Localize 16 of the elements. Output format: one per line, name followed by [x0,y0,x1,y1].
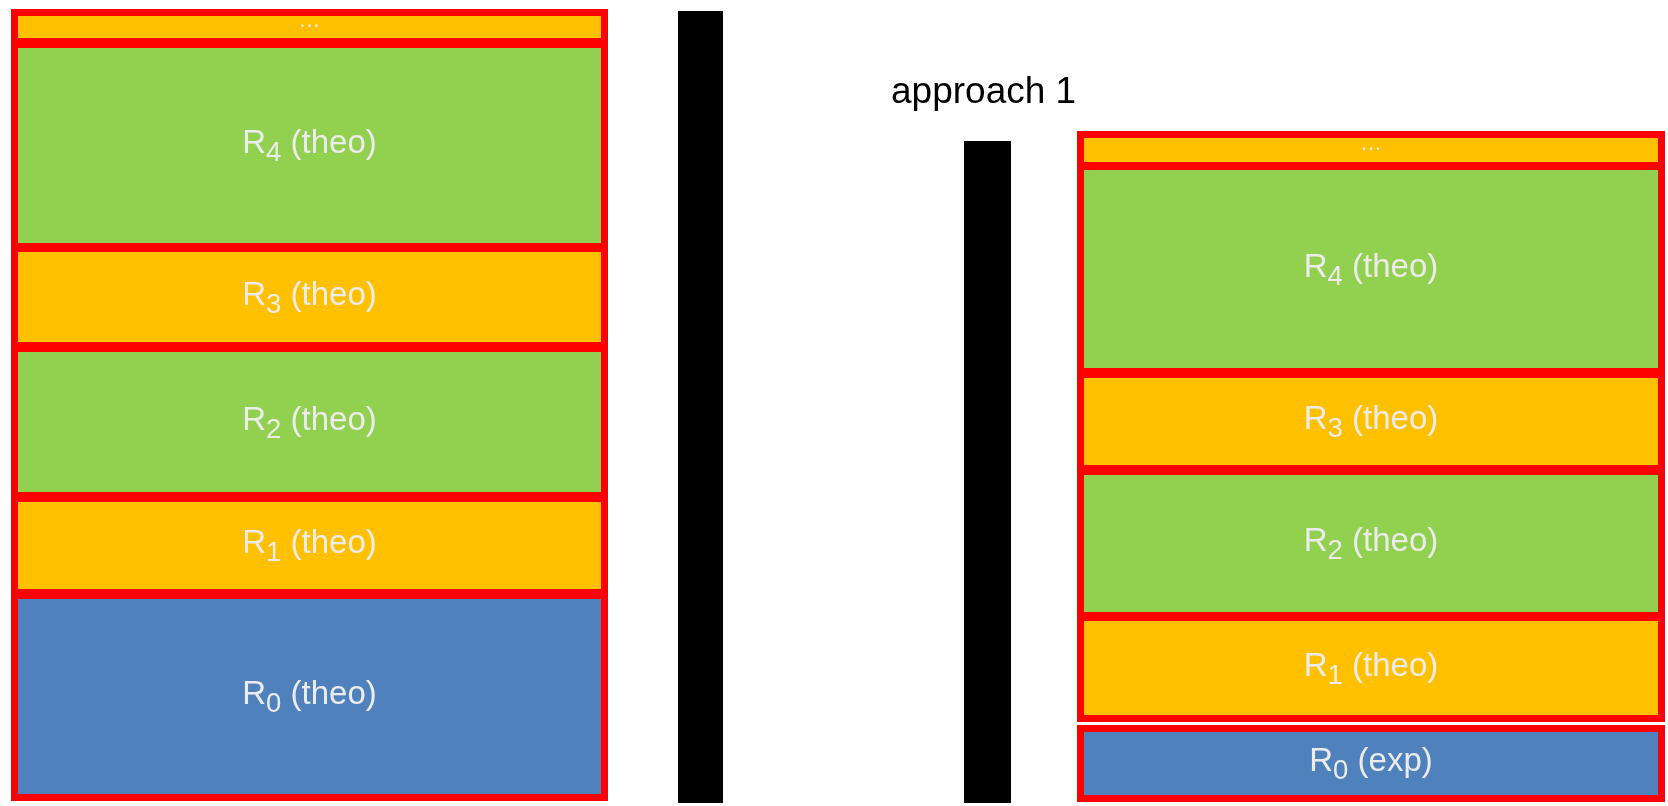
segment-label: R$_{3}$ (theo) [242,276,377,318]
segment-label: R$_{2}$ (theo) [242,401,377,443]
segment-label: … [298,9,321,31]
stack-segment [1077,725,1665,802]
segment-label: R$_{2}$ (theo) [1303,523,1439,564]
segment-label: R$_{1}$ (theo) [1303,647,1439,689]
segment-label: R$_{3}$ (theo) [1303,401,1439,442]
segment-label: R$_{0}$ (exp) [1309,743,1433,784]
separator-bar [964,141,1011,803]
segment-label: R$_{1}$ (theo) [242,525,377,566]
segment-label: R$_{4}$ (theo) [1303,248,1439,290]
segment-label: R$_{0}$ (theo) [242,676,377,717]
heading-label: approach 1 [891,70,1077,112]
separator-bar [678,11,723,803]
segment-label: R$_{4}$ (theo) [242,125,377,166]
segment-label: … [1360,132,1382,154]
